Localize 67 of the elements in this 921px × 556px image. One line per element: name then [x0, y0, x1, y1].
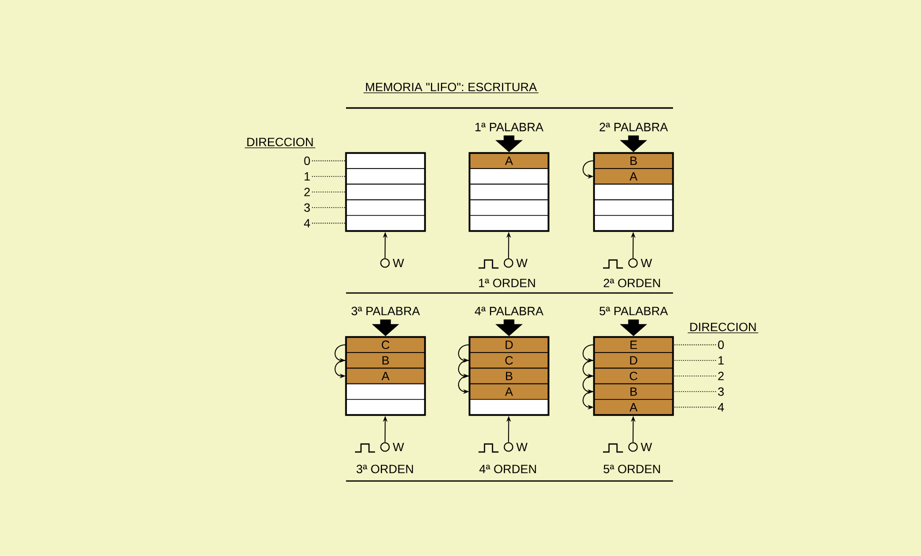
leader-line [673, 360, 716, 361]
memory-cell [346, 399, 426, 416]
address-number: 4 [304, 219, 310, 228]
address-number: 2 [718, 372, 724, 380]
pin-label: W [392, 258, 404, 268]
memory-cell [469, 399, 549, 416]
leader-line [312, 160, 346, 162]
memory-cell [346, 383, 426, 400]
word-label: 1ª PALABRA [475, 122, 544, 132]
address-number: 0 [304, 156, 310, 166]
memory-cell [469, 168, 549, 185]
word-label: 2ª PALABRA [600, 122, 668, 132]
order-label: 2ª ORDEN [604, 278, 660, 288]
memory-cell [346, 184, 426, 200]
address-number: 2 [304, 188, 310, 196]
address-number: 0 [718, 340, 724, 350]
leader-line [312, 222, 346, 224]
order-label: 1ª ORDEN [479, 278, 535, 288]
address-number: 3 [718, 387, 724, 396]
heading: DIRECCION [687, 322, 759, 334]
word-label: 4ª PALABRA [474, 306, 544, 316]
memory-cell [594, 199, 674, 216]
memory-cell [469, 215, 549, 232]
leader-line [673, 344, 716, 346]
pin-label: W [516, 258, 528, 268]
memory-cell: B [469, 368, 549, 384]
memory-cell [346, 199, 426, 216]
memory-cell [346, 168, 426, 185]
address-number: 3 [304, 203, 310, 212]
heading: DIRECCION [244, 138, 316, 148]
memory-cell: A [469, 383, 549, 400]
memory-stack [345, 152, 426, 232]
address-number: 4 [718, 403, 724, 412]
leader-line [673, 406, 716, 408]
memory-stack [468, 336, 550, 416]
order-label: 4ª ORDEN [479, 464, 536, 474]
pin-label: W [640, 258, 652, 268]
memory-stack [468, 152, 550, 232]
memory-cell: A [594, 168, 674, 185]
memory-cell: C [594, 368, 674, 384]
address-number: 1 [718, 356, 724, 365]
memory-cell: B [346, 352, 426, 369]
leader-line [312, 207, 346, 208]
memory-cell [346, 215, 426, 232]
memory-cell [469, 184, 549, 200]
memory-cell: A [594, 399, 674, 416]
memory-stack [345, 336, 426, 416]
memory-stack [593, 152, 674, 232]
word-label: 5ª PALABRA [600, 306, 668, 316]
word-label: 3ª PALABRA [352, 306, 420, 316]
order-label: 5ª ORDEN [604, 464, 660, 474]
memory-cell: C [469, 352, 549, 369]
memory-stack [593, 336, 674, 416]
address-number: 1 [304, 172, 310, 181]
order-label: 3ª ORDEN [356, 464, 413, 474]
memory-cell: D [594, 352, 674, 369]
leader-line [312, 176, 346, 177]
pin-label: W [516, 442, 528, 452]
memory-cell [469, 199, 549, 216]
memory-cell [594, 184, 674, 200]
leader-line [673, 391, 716, 392]
memory-cell: A [346, 368, 426, 384]
memory-cell: B [594, 383, 674, 400]
pin-label: W [392, 442, 404, 452]
memory-cell [594, 215, 674, 232]
title: MEMORIA "LIFO": ESCRITURA [363, 82, 539, 94]
pin-label: W [640, 442, 652, 452]
